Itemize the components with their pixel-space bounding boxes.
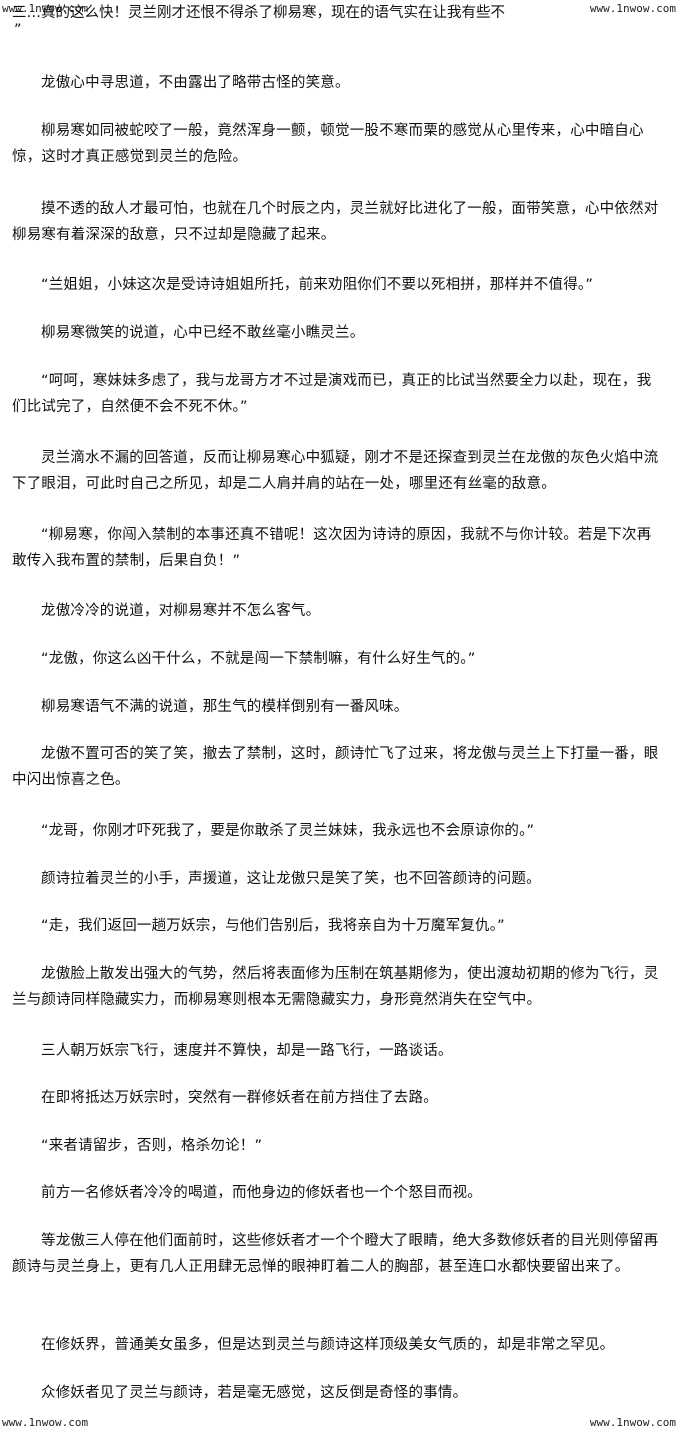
paragraph: 柳易寒微笑的说道，心中已经不敢丝毫小瞧灵兰。 xyxy=(41,325,365,341)
paragraph: 龙傲脸上散发出强大的气势，然后将表面修为压制在筑基期修为，使出渡劫初期的修为飞行… xyxy=(12,966,659,1008)
paragraph: “来者请留步，否则，格杀勿论！” xyxy=(41,1138,263,1154)
paragraph: 三人朝万妖宗飞行，速度并不算快，却是一路飞行，一路谈话。 xyxy=(41,1043,453,1059)
text-fragment-top: 三…真的这么快！灵兰刚才还恨不得杀了柳易寒，现在的语气实在让我有些不 xyxy=(12,5,505,21)
watermark-top-left: www.1nwow.com xyxy=(2,2,89,15)
paragraph: 龙傲心中寻思道，不由露出了略带古怪的笑意。 xyxy=(41,75,350,91)
paragraph: 柳易寒语气不满的说道，那生气的模样倒别有一番风味。 xyxy=(41,699,409,715)
paragraph: 众修妖者见了灵兰与颜诗，若是毫无感觉，这反倒是奇怪的事情。 xyxy=(41,1385,468,1401)
paragraph: 在即将抵达万妖宗时，突然有一群修妖者在前方挡住了去路。 xyxy=(41,1090,438,1106)
paragraph: “走，我们返回一趟万妖宗，与他们告别后，我将亲自为十万魔军复仇。” xyxy=(41,918,505,934)
paragraph: 摸不透的敌人才最可怕，也就在几个时辰之内，灵兰就好比进化了一般，面带笑意，心中依… xyxy=(12,201,659,243)
paragraph: “呵呵，寒妹妹多虑了，我与龙哥方才不过是演戏而已，真正的比试当然要全力以赴，现在… xyxy=(12,373,652,415)
paragraph: “龙傲，你这么凶干什么，不就是闯一下禁制嘛，有什么好生气的。” xyxy=(41,651,476,667)
paragraph: 颜诗拉着灵兰的小手，声援道，这让龙傲只是笑了笑，也不回答颜诗的问题。 xyxy=(41,871,541,887)
watermark-bottom-left: www.1nwow.com xyxy=(2,1416,89,1429)
paragraph: 柳易寒如同被蛇咬了一般，竟然浑身一颤，顿觉一股不寒而栗的感觉从心里传来，心中暗自… xyxy=(12,123,644,165)
watermark-top-right: www.1nwow.com xyxy=(589,2,676,15)
paragraph: 在修妖界，普通美女虽多，但是达到灵兰与颜诗这样顶级美女气质的，却是非常之罕见。 xyxy=(41,1337,615,1353)
paragraph: 龙傲冷冷的说道，对柳易寒并不怎么客气。 xyxy=(41,603,321,619)
paragraph: “龙哥，你刚才吓死我了，要是你敢杀了灵兰妹妹，我永远也不会原谅你的。” xyxy=(41,823,535,839)
paragraph: 等龙傲三人停在他们面前时，这些修妖者才一个个瞪大了眼睛，绝大多数修妖者的目光则停… xyxy=(12,1233,659,1275)
watermark-bottom-right: www.1nwow.com xyxy=(589,1416,676,1429)
paragraph: 前方一名修妖者冷冷的喝道，而他身边的修妖者也一个个怒目而视。 xyxy=(41,1185,482,1201)
quote-tail: ” xyxy=(14,22,22,38)
paragraph: 灵兰滴水不漏的回答道，反而让柳易寒心中狐疑，刚才不是还探查到灵兰在龙傲的灰色火焰… xyxy=(12,450,659,492)
paragraph: “柳易寒，你闯入禁制的本事还真不错呢！这次因为诗诗的原因，我就不与你计较。若是下… xyxy=(12,527,652,569)
paragraph: “兰姐姐，小妹这次是受诗诗姐姐所托，前来劝阻你们不要以死相拼，那样并不值得。” xyxy=(41,277,594,293)
paragraph: 龙傲不置可否的笑了笑，撤去了禁制，这时，颜诗忙飞了过来，将龙傲与灵兰上下打量一番… xyxy=(12,746,659,788)
